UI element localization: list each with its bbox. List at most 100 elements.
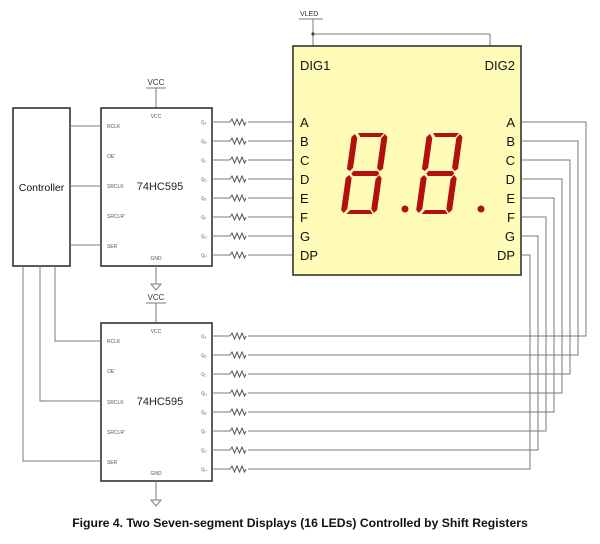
chip-name: 74HC595 [137,181,183,193]
resistor-icon [229,193,247,203]
figure-caption: Figure 4. Two Seven-segment Displays (16… [72,516,528,530]
shift-register-2: VCC VCC GND 74HC595 RCLK OE' SRCLK SRCLR… [100,293,247,507]
pin-oe: OE' [107,154,115,160]
dig2-pin-dp: DP [497,248,515,263]
segment-g [351,171,380,176]
pin-qe: QE [201,196,207,202]
controller-label: Controller [19,182,65,194]
pin-ser: SER [107,460,118,466]
segment-f [346,134,358,171]
pin-srclr: SRCLR' [107,430,125,436]
pin-rclk: RCLK [107,124,121,130]
resistor-icon [229,250,247,260]
dig2-fanout-wiring [248,121,587,470]
wire-g-dig2 [248,235,539,451]
pin-qg: QG [201,234,208,240]
segment-d [346,210,373,214]
vled-supply: VLED [299,11,491,46]
wire-e-dig2 [248,197,555,413]
dig1-pin-b: B [300,134,309,149]
digit [416,133,463,214]
digit-segments [341,133,485,214]
segment-c [446,175,457,213]
pin-qf: QF [201,215,207,221]
pin-qe: QE [201,410,207,416]
pin-qh: QH [201,253,207,259]
resistor-icon [229,117,247,127]
resistor-icon [229,464,247,474]
resistor-icon [229,136,247,146]
vled-label: VLED [300,11,318,18]
digit [341,133,388,214]
segment-dp [477,205,485,213]
pin-qa: QA [201,120,207,126]
pin-srclk: SRCLK [107,184,124,190]
dig1-pin-dp: DP [300,248,318,263]
pin-qd: QD [201,391,208,397]
dig1-pin-a: A [300,115,309,130]
resistor-icon [229,388,247,398]
dig2-pin-c: C [506,153,515,168]
segment-b [452,134,463,171]
pin-qg: QG [201,448,208,454]
segment-f [421,134,433,171]
pin-qb: QB [201,353,207,359]
pin-qc: QC [201,372,208,378]
segment-c [371,175,382,213]
dig1-pin-e: E [300,191,309,206]
resistor-icon [229,426,247,436]
ground-icon [149,283,163,291]
shift-register-1: VCC VCC GND 74HC595 RCLK OE' SRCLK SRCLR… [100,78,293,291]
dig1-pin-c: C [300,153,309,168]
resistor-icon [229,212,247,222]
resistor-icon [229,174,247,184]
dig2-pin-e: E [506,191,515,206]
chip-box [100,107,213,267]
pin-qa: QA [201,334,207,340]
resistor-icon [229,407,247,417]
wire-a-dig2 [248,121,587,337]
pin-vcc: VCC [151,114,162,120]
controller: Controller [12,107,71,267]
segment-g [426,171,455,176]
pin-srclr: SRCLR' [107,214,125,220]
resistor-icon [229,350,247,360]
segment-a [358,133,384,137]
wire-b-dig2 [248,140,579,356]
resistor-icon [229,445,247,455]
wire-rclk-2 [54,266,101,342]
dig2-label: DIG2 [485,58,515,73]
wire-ser-2 [22,266,101,462]
segment-a [433,133,459,137]
pin-vcc: VCC [151,329,162,335]
resistor-icon [229,155,247,165]
wire-d-dig2 [248,178,563,394]
dig1-pin-d: D [300,172,309,187]
pin-qh: QH [201,467,207,473]
pin-rclk: RCLK [107,339,121,345]
display-box [292,45,522,276]
ground-icon [149,499,163,507]
segment-b [377,134,388,171]
dig2-pin-b: B [506,134,515,149]
control-wiring [22,125,101,462]
pin-qc: QC [201,158,208,164]
wire-srclk-2 [39,266,101,402]
dig1-label: DIG1 [300,58,330,73]
segment-e [341,175,352,213]
segment-dp [401,205,409,213]
resistor-icon [229,369,247,379]
pin-gnd: GND [150,256,162,262]
vcc-label: VCC [148,293,165,302]
dig2-pin-a: A [506,115,515,130]
segment-d [421,210,448,214]
pin-ser: SER [107,244,118,250]
dig2-pin-f: F [507,210,515,225]
wire-dp-dig2 [248,254,531,470]
